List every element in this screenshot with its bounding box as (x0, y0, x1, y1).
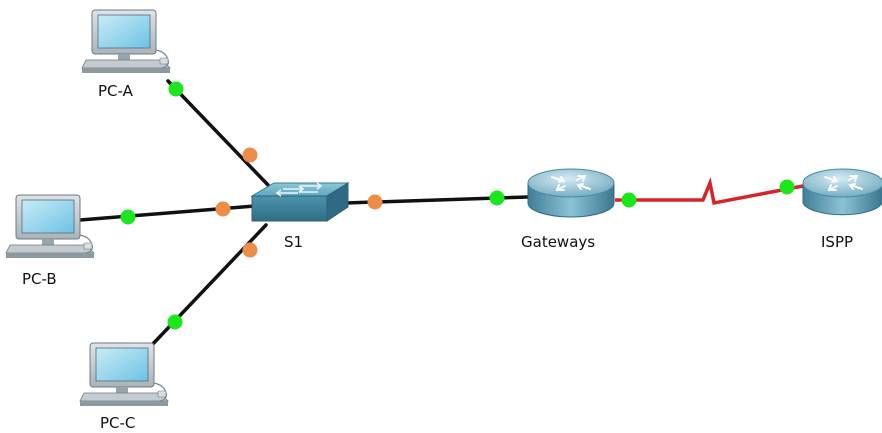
router-icon (527, 168, 615, 218)
port-status-pc-c (167, 314, 183, 330)
port-status-ispp (779, 179, 795, 195)
pc-a-device[interactable] (81, 9, 171, 73)
port-status-pc-a (168, 81, 184, 97)
pc-c-device[interactable] (79, 342, 169, 406)
link-pc-a-s1[interactable] (166, 79, 270, 187)
port-status-s1-to-pc-c (242, 242, 258, 258)
gateways-device[interactable] (527, 168, 615, 218)
pc-c-label: PC-C (100, 414, 135, 432)
port-status-s1-to-gateways (367, 194, 383, 210)
ispp-device[interactable] (802, 168, 882, 216)
links-layer (78, 79, 804, 349)
port-status-s1-to-pc-b (215, 201, 231, 217)
computer-icon (5, 194, 95, 258)
port-status-pc-b (120, 209, 136, 225)
router-icon (802, 168, 882, 216)
s1-device[interactable] (250, 182, 350, 222)
pc-b-device[interactable] (5, 194, 95, 258)
ispp-label: ISPP (821, 233, 853, 251)
computer-icon (79, 342, 169, 406)
link-gateways-ispp-serial[interactable] (615, 176, 804, 206)
port-status-s1-to-pc-a (242, 147, 258, 163)
pc-b-label: PC-B (22, 270, 57, 288)
port-status-gateways-to-ispp (621, 192, 637, 208)
s1-label: S1 (284, 233, 303, 251)
port-status-gateways-to-s1 (489, 190, 505, 206)
gateways-label: Gateways (521, 233, 595, 251)
switch-icon (250, 182, 350, 222)
computer-icon (81, 9, 171, 73)
port-status-layer (120, 81, 795, 330)
pc-a-label: PC-A (98, 82, 134, 100)
